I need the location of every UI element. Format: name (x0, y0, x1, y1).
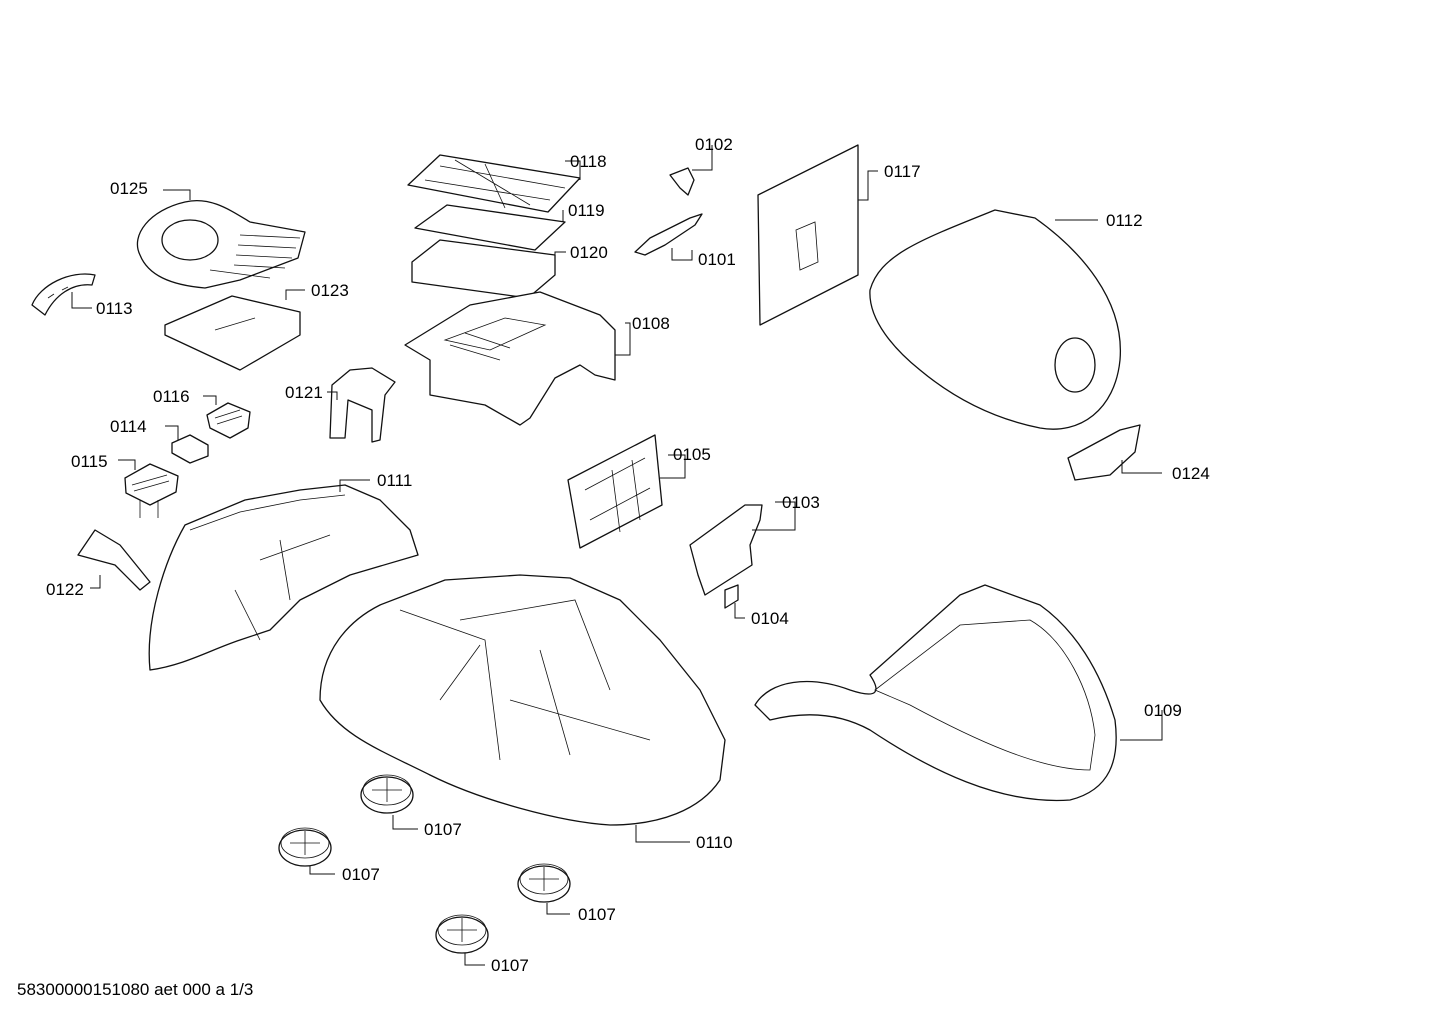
part-0102-latch (669, 167, 695, 196)
label-0107-a: 0107 (424, 820, 462, 839)
label-0118: 0118 (570, 152, 607, 171)
label-0113: 0113 (96, 299, 133, 318)
part-0121-hook (329, 367, 396, 443)
label-0124: 0124 (1172, 464, 1210, 483)
part-0118-grid-filter (407, 154, 581, 213)
label-0123: 0123 (311, 281, 349, 300)
label-0109: 0109 (1144, 701, 1182, 720)
part-0107-wheel-1 (360, 774, 414, 814)
label-0104: 0104 (751, 609, 789, 628)
part-0125-cover (136, 200, 306, 289)
part-0112-lid (869, 209, 1121, 430)
label-0122: 0122 (46, 580, 84, 599)
part-0110-base (319, 574, 726, 826)
label-0102: 0102 (695, 135, 733, 154)
label-0112: 0112 (1106, 211, 1143, 230)
part-0116-filter-cap (206, 402, 251, 439)
label-0107-b: 0107 (342, 865, 380, 884)
label-0114: 0114 (110, 417, 147, 436)
label-0115: 0115 (71, 452, 108, 471)
label-0101: 0101 (698, 250, 736, 269)
label-0121: 0121 (285, 383, 323, 402)
part-0104-clip (724, 584, 739, 609)
part-0119-filter-mat (414, 204, 566, 251)
part-0105-filter (567, 434, 663, 549)
part-0124-button (1067, 424, 1141, 481)
label-0103: 0103 (782, 493, 820, 512)
part-0111-housing (148, 484, 419, 671)
label-0105: 0105 (673, 445, 711, 464)
label-0108: 0108 (632, 314, 670, 333)
leader-lines (71, 145, 1163, 966)
part-0107-wheel-4 (435, 914, 489, 954)
label-0107-d: 0107 (491, 956, 529, 975)
part-0107-wheel-3 (517, 863, 571, 903)
part-0122-bracket (77, 529, 151, 591)
part-0101-spring (634, 213, 703, 256)
part-0108-frame (404, 291, 616, 426)
part-0123-sheet (164, 295, 301, 371)
part-0114-plug (171, 434, 209, 464)
part-0115-filter-cap (124, 463, 179, 518)
label-0111: 0111 (377, 471, 412, 490)
part-0113-clip (31, 273, 96, 316)
part-0107-wheel-2 (278, 827, 332, 867)
label-0116: 0116 (153, 387, 190, 406)
label-0120: 0120 (570, 243, 608, 262)
label-0110: 0110 (696, 833, 733, 852)
label-0107-c: 0107 (578, 905, 616, 924)
callout-labels: 0125 0113 0123 0116 0114 0115 0122 0121 … (46, 135, 1210, 975)
label-0119: 0119 (568, 201, 605, 220)
part-0109-bumper-frame (754, 584, 1117, 802)
label-0125: 0125 (110, 179, 148, 198)
label-0117: 0117 (884, 162, 921, 181)
drawing-reference: 58300000151080 aet 000 a 1/3 (17, 980, 254, 999)
part-0103-holder (689, 504, 763, 596)
part-0117-dust-bag (757, 144, 859, 326)
part-0120-filter-block (411, 239, 556, 299)
